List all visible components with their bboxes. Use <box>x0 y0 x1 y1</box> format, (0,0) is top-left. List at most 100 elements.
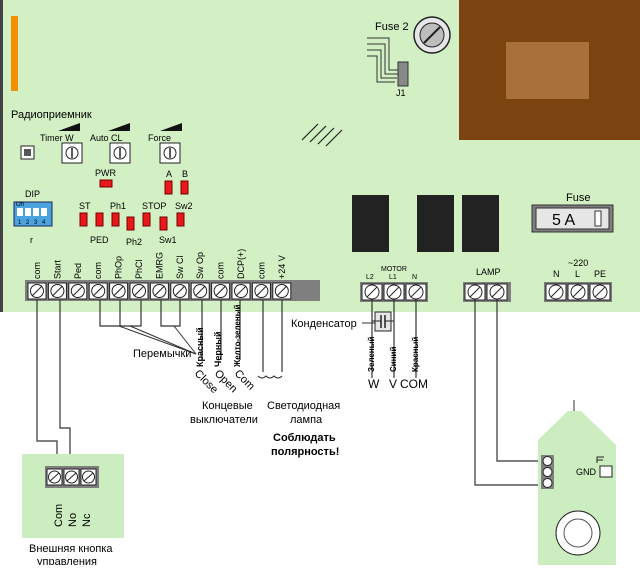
indicator-sw1-label: Sw1 <box>159 235 177 245</box>
dip-label: DIP <box>25 189 40 199</box>
led-b <box>180 180 189 195</box>
dip-number: 2 <box>26 220 30 226</box>
trimmer-timer-w[interactable]: Timer W <box>40 123 83 164</box>
limit-switch-title-2: выключатели <box>190 414 258 426</box>
orange-connector <box>11 16 18 91</box>
limit-color-black: Черный <box>213 332 223 367</box>
indicator-sw2-label: Sw2 <box>175 201 193 211</box>
dip-on-label: On <box>16 202 24 208</box>
motor-terminal-screws <box>361 283 427 301</box>
indicator-led <box>126 216 135 231</box>
polarity-warning-2: полярность! <box>271 446 339 458</box>
terminal-screw[interactable] <box>170 282 190 300</box>
led-b-label: B <box>182 169 188 179</box>
dip-r-label: r <box>30 235 33 245</box>
motor-term-l1: L1 <box>389 274 397 281</box>
motor-term-l2: L2 <box>366 274 374 281</box>
terminal-label: com <box>216 262 226 279</box>
terminal-label: EMRG <box>154 252 164 279</box>
limit-color-red: Красный <box>195 327 205 367</box>
relay-3 <box>462 195 499 252</box>
terminal-screw[interactable] <box>231 282 251 300</box>
motor-color-blue: Синий <box>389 347 398 372</box>
terminal-screw[interactable] <box>211 282 231 300</box>
terminal-screw[interactable] <box>190 282 210 300</box>
terminal-label: +24 V <box>277 255 287 279</box>
terminal-screw[interactable] <box>68 282 88 300</box>
indicator-led <box>79 212 88 227</box>
control-terminal-screws <box>27 282 292 300</box>
terminal-screw[interactable] <box>129 282 149 300</box>
fuse-value: 5 A <box>552 212 575 229</box>
lamp-gnd-terminal <box>599 465 613 478</box>
board-left-edge <box>0 0 3 312</box>
indicator-led <box>111 212 120 227</box>
terminal-screw[interactable] <box>109 282 129 300</box>
terminal-label: com <box>32 262 42 279</box>
trimmer-force[interactable]: Force <box>148 123 182 164</box>
power-term-n: N <box>553 269 560 279</box>
limit-color-yellow-green: Желто-зеленый <box>233 304 242 368</box>
led-a-label: A <box>166 169 172 179</box>
terminal-screw[interactable] <box>88 282 108 300</box>
terminal-screw[interactable] <box>272 282 292 300</box>
led-a <box>164 180 173 195</box>
terminal-screw[interactable] <box>251 282 271 300</box>
transformer-wires <box>301 123 343 147</box>
terminal-label: Sw Op <box>195 252 205 279</box>
terminal-screw[interactable] <box>47 282 67 300</box>
lamp-terminals[interactable] <box>541 455 554 489</box>
motor-color-red: Красный <box>411 337 420 372</box>
fuse2-holder <box>413 16 451 54</box>
wiring <box>36 300 541 486</box>
button-term-nc: Nc <box>81 513 93 527</box>
motor-end-com: COM <box>400 377 428 391</box>
trimmer-auto-cl[interactable]: Auto CL <box>90 123 131 164</box>
motor-label: MOTOR <box>381 266 407 273</box>
pwr-led <box>99 179 113 188</box>
motor-term-n: N <box>412 274 417 281</box>
dip-number: 3 <box>34 220 38 226</box>
receiver-button[interactable] <box>20 145 35 160</box>
terminal-screw[interactable] <box>27 282 47 300</box>
external-button-title-2: управления <box>37 556 97 565</box>
trimmer-label: Timer W <box>40 133 74 143</box>
jumpers-label: Перемычки <box>133 348 191 360</box>
pwr-label: PWR <box>95 168 116 178</box>
indicator-ph1-label: Ph1 <box>110 201 126 211</box>
indicator-led <box>159 216 168 231</box>
dip-number: 4 <box>42 220 46 226</box>
terminal-label: Sw Cl <box>175 255 185 279</box>
indicator-ped-label: PED <box>90 235 109 245</box>
indicator-labels: ST Ph1 STOP Sw2 PED Ph2 Sw1 <box>79 201 193 247</box>
polarity-warning-1: Соблюдать <box>273 432 336 444</box>
indicator-st-label: ST <box>79 201 91 211</box>
lamp-gnd-label: GND <box>576 467 597 477</box>
lamp-terminal-screws <box>464 283 508 301</box>
relay-1 <box>352 195 389 252</box>
terminal-label: PhCl <box>134 259 144 279</box>
terminal-label: DCP(+) <box>236 249 246 279</box>
led-lamp-title-1: Светодиодная <box>267 400 340 412</box>
ground-icon <box>596 456 604 463</box>
indicator-ph2-label: Ph2 <box>126 237 142 247</box>
terminal-screw[interactable] <box>149 282 169 300</box>
dip-numbers: 1 2 3 4 <box>18 220 46 226</box>
fuse-holder <box>531 204 614 233</box>
radio-receiver-label: Радиоприемник <box>11 109 92 121</box>
j1-connector <box>367 37 401 83</box>
led-lamp-title-2: лампа <box>290 414 323 426</box>
button-term-com: Com <box>53 504 65 527</box>
jumper-pointers <box>118 325 197 355</box>
limit-switch-title-1: Концевые <box>202 400 253 412</box>
external-button-title-1: Внешняя кнопка <box>29 543 113 555</box>
indicator-stop-label: STOP <box>142 201 166 211</box>
power-term-l: L <box>575 269 580 279</box>
dip-switch[interactable] <box>13 201 53 227</box>
external-button-terminals[interactable] <box>45 466 99 488</box>
dip-number: 1 <box>18 220 22 226</box>
transformer-core <box>506 42 589 99</box>
indicator-led <box>176 212 185 227</box>
led-bracket <box>257 375 283 379</box>
